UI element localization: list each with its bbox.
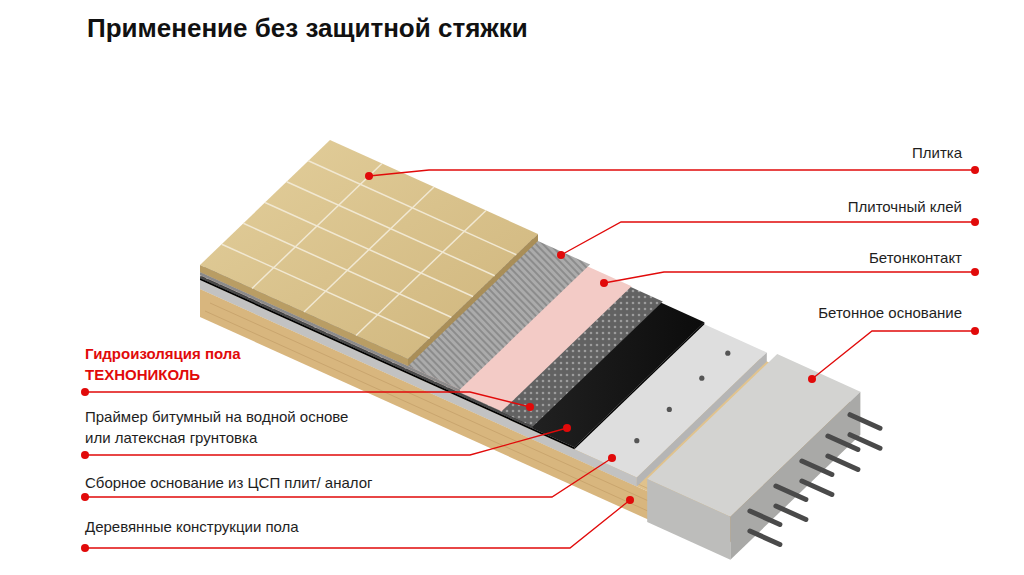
slab-front — [647, 479, 730, 560]
layer-label: Праймер битумный на водной основе или ла… — [85, 406, 358, 448]
leader-line — [369, 170, 975, 176]
layer-label: Деревянные конструкции пола — [85, 516, 299, 537]
leader-dot — [971, 166, 979, 174]
leader-dot — [626, 496, 634, 504]
leader-dot — [557, 251, 565, 259]
rebar — [776, 486, 806, 500]
rebar — [750, 511, 780, 525]
leader-dot — [971, 327, 979, 335]
tile-grid — [222, 161, 517, 338]
rebar — [850, 435, 880, 449]
leader-line — [85, 500, 630, 548]
screw — [699, 376, 704, 381]
leader-dot — [608, 454, 616, 462]
leader-dot — [563, 424, 571, 432]
rebar — [776, 506, 806, 520]
leader-dot — [81, 388, 89, 396]
tile-layer — [200, 140, 538, 366]
leader-dot — [971, 218, 979, 226]
leader-line — [85, 458, 612, 497]
leader-dot — [81, 493, 89, 501]
layer-label: Гидроизоляция пола ТЕХНОНИКОЛЬ — [85, 343, 256, 385]
diagram-title: Применение без защитной стяжки — [87, 12, 528, 44]
screw — [667, 407, 672, 412]
rebars — [750, 415, 880, 545]
screw — [634, 438, 639, 443]
concrete-slab — [647, 354, 880, 560]
layer-label: Бетонное основание — [818, 302, 962, 323]
leader-dot — [81, 451, 89, 459]
layer-label: Сборное основание из ЦСП плит/ аналог — [85, 472, 373, 493]
rebar — [750, 531, 780, 545]
slab-top — [647, 354, 860, 517]
leader-lines — [85, 170, 975, 548]
tile-joint — [308, 161, 516, 255]
screw — [725, 351, 730, 356]
tile-end — [408, 234, 538, 366]
leader-dot — [526, 403, 534, 411]
leader-dot — [971, 268, 979, 276]
tile-joint — [222, 244, 430, 338]
leader-dot — [808, 375, 816, 383]
leader-dot — [365, 172, 373, 180]
leader-line — [812, 331, 975, 379]
tile-joint — [265, 203, 473, 297]
rebar — [802, 461, 832, 475]
leader-line — [604, 272, 975, 283]
leader-line — [85, 392, 530, 407]
slab-end — [730, 392, 860, 560]
leader-dots — [81, 166, 979, 552]
rebar — [850, 415, 880, 429]
tile-joint — [287, 182, 495, 276]
tile-top — [200, 140, 538, 359]
rebar — [828, 456, 858, 470]
leader-dot — [600, 279, 608, 287]
rebar — [802, 481, 832, 495]
layer-label: Плиточный клей — [848, 196, 962, 217]
leader-dot — [81, 544, 89, 552]
layer-label: Плитка — [912, 142, 962, 163]
layer-label: Бетонконтакт — [869, 247, 962, 268]
tile-joint — [243, 223, 451, 317]
